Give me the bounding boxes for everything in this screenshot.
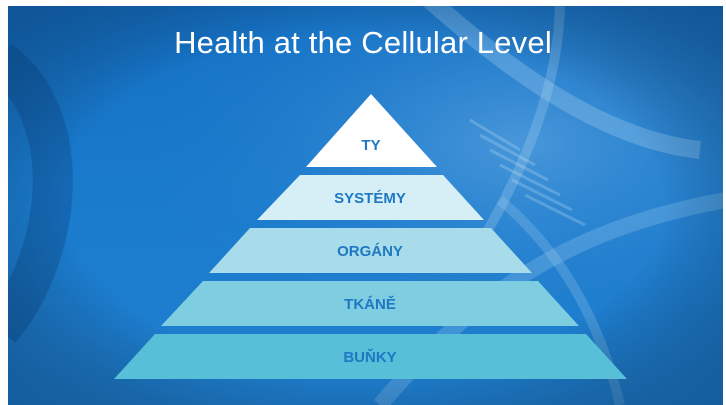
pyramid-level-ty [306,94,437,167]
pyramid-level-tkane [161,281,579,326]
pyramid-label-tkane: TKÁNĚ [344,295,396,313]
frame-left-border [0,0,8,405]
pyramid-level-systemy [257,175,484,220]
pyramid-label-ty: TY [361,137,380,154]
slide-title: Health at the Cellular Level [174,25,552,60]
pyramid-label-bunky: BUŇKY [343,348,396,366]
pyramid-level-bunky [114,334,627,379]
pyramid-level-organy [209,228,532,273]
pyramid-label-organy: ORGÁNY [337,243,403,260]
pyramid-label-systemy: SYSTÉMY [334,190,406,207]
frame-top-border [0,0,726,6]
frame-right-border [723,0,726,405]
